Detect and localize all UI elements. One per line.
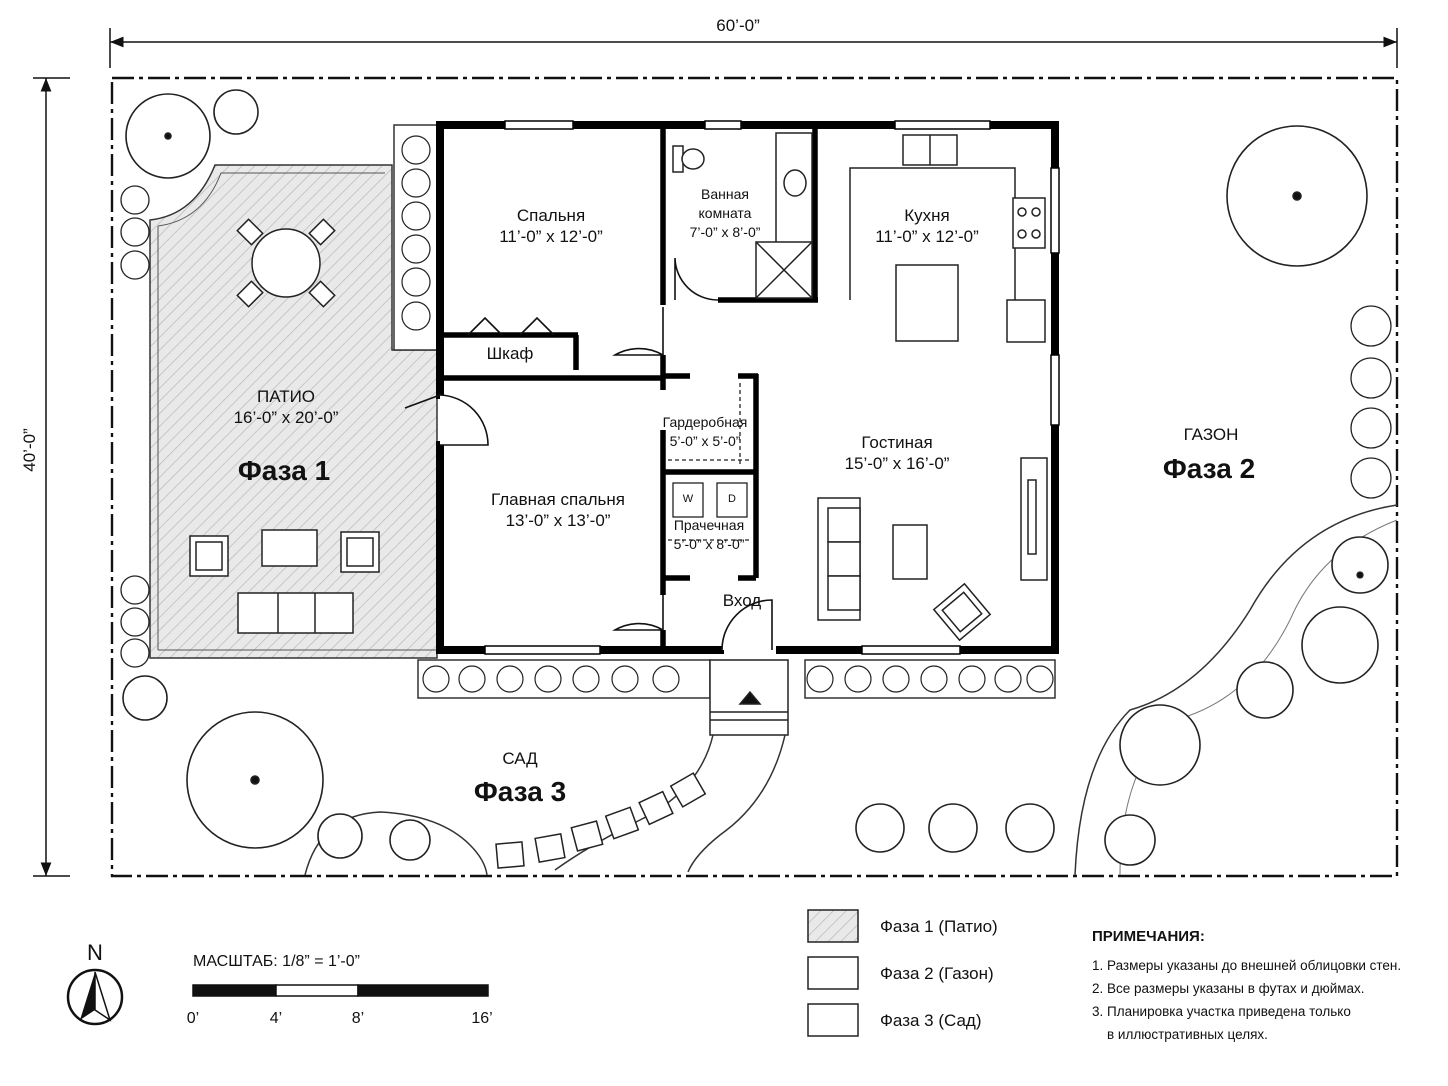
entry-label: Вход [722,591,762,610]
trees [122,89,1389,866]
patio-furniture [189,218,380,634]
scale-tick-0: 0’ [186,1010,200,1027]
height-dimension-line [33,77,70,877]
patio-size: 16’-0” x 20’-0” [233,408,339,427]
dryer-label: D [728,493,736,505]
bathroom-fixtures [672,132,813,299]
scale-tick-4: 4’ [269,1010,283,1027]
bathroom-size: 7’-0” x 8’-0” [689,224,761,240]
bathroom-label: Ванная комната 7’-0” x 8’-0” [690,185,761,242]
scale-bar [192,984,489,997]
phase-1-label: Фаза 1 [237,455,331,486]
living-room-name: Гостиная [861,433,933,452]
note-3: 3. Планировка участка приведена только [1092,1004,1351,1019]
note-3-cont: в иллюстративных целях. [1092,1027,1268,1042]
north-arrow-icon [66,968,124,1026]
laundry-size: 5’-0” x 8’-0” [673,536,745,552]
height-dimension: 40’-0” [20,428,39,472]
kitchen-label: Кухня 11’-0” x 12’-0” [875,205,979,247]
kitchen-fixtures [849,134,1046,343]
patio-name: ПАТИО [256,387,316,406]
bedroom-size: 11’-0” x 12’-0” [499,227,603,246]
legend-swatches [807,909,859,1037]
stepping-stones [495,772,707,869]
shrubs [120,185,1392,668]
laundry-label: Прачечная 5’-0” x 8’-0” [674,516,745,554]
entry-steps [709,659,789,736]
laundry-fixtures [668,383,752,541]
garden-name: САД [502,749,538,768]
phase-2-label: Фаза 2 [1162,453,1256,484]
note-2: 2. Все размеры указаны в футах и дюймах. [1092,981,1365,996]
lawn-name: ГАЗОН [1183,425,1239,444]
patio-label: ПАТИО 16’-0” x 20’-0” [234,386,339,428]
closet-label: Шкаф [486,344,534,363]
master-bedroom-label: Главная спальня 13’-0” x 13’-0” [491,489,625,531]
laundry-name: Прачечная [673,517,745,533]
living-room-label: Гостиная 15’-0” x 16’-0” [845,432,950,474]
legend-phase-2: Фаза 2 (Газон) [880,964,994,983]
scale-tick-8: 8’ [351,1010,365,1027]
width-dimension: 60’-0” [716,16,760,35]
walkin-closet-size: 5’-0” x 5’-0” [669,433,741,449]
bathroom-name-line2: комната [698,205,752,221]
property-boundary [110,76,1399,878]
scale-label: МАСШТАБ: 1/8” = 1’-0” [193,953,360,970]
bedroom-label: Спальня 11’-0” x 12’-0” [499,205,603,247]
bathroom-name-line1: Ванная [701,186,749,202]
master-bedroom-size: 13’-0” x 13’-0” [505,511,611,530]
kitchen-size: 11’-0” x 12’-0” [875,227,979,246]
doors [404,257,773,651]
side-planter-shrubs [401,135,431,331]
interior-walls [440,125,818,650]
phase-3-label: Фаза 3 [473,776,567,807]
garden-path [554,734,786,873]
master-bedroom-name: Главная спальня [491,490,625,509]
bedroom-name: Спальня [516,206,586,225]
width-dimension-line [109,28,1398,68]
scale-tick-16: 16’ [471,1010,493,1027]
north-label: N [87,940,103,965]
lawn-border [1074,504,1398,876]
kitchen-name: Кухня [904,206,950,225]
legend-phase-1: Фаза 1 (Патио) [880,917,998,936]
note-1: 1. Размеры указаны до внешней облицовки … [1092,958,1402,973]
living-furniture [817,457,1048,642]
walkin-closet-label: Гардеробная 5’-0” x 5’-0” [663,413,748,451]
house-walls [436,121,1059,654]
front-shrubs [422,665,1054,693]
notes-title: ПРИМЕЧАНИЯ: [1092,928,1205,945]
living-room-size: 15’-0” x 16’-0” [844,454,950,473]
notes-block: ПРИМЕЧАНИЯ: 1. Размеры указаны до внешне… [1092,925,1401,1046]
windows [484,120,1060,655]
washer-label: W [682,493,694,505]
walkin-closet-name: Гардеробная [662,414,748,430]
legend-phase-3: Фаза 3 (Сад) [880,1011,982,1030]
